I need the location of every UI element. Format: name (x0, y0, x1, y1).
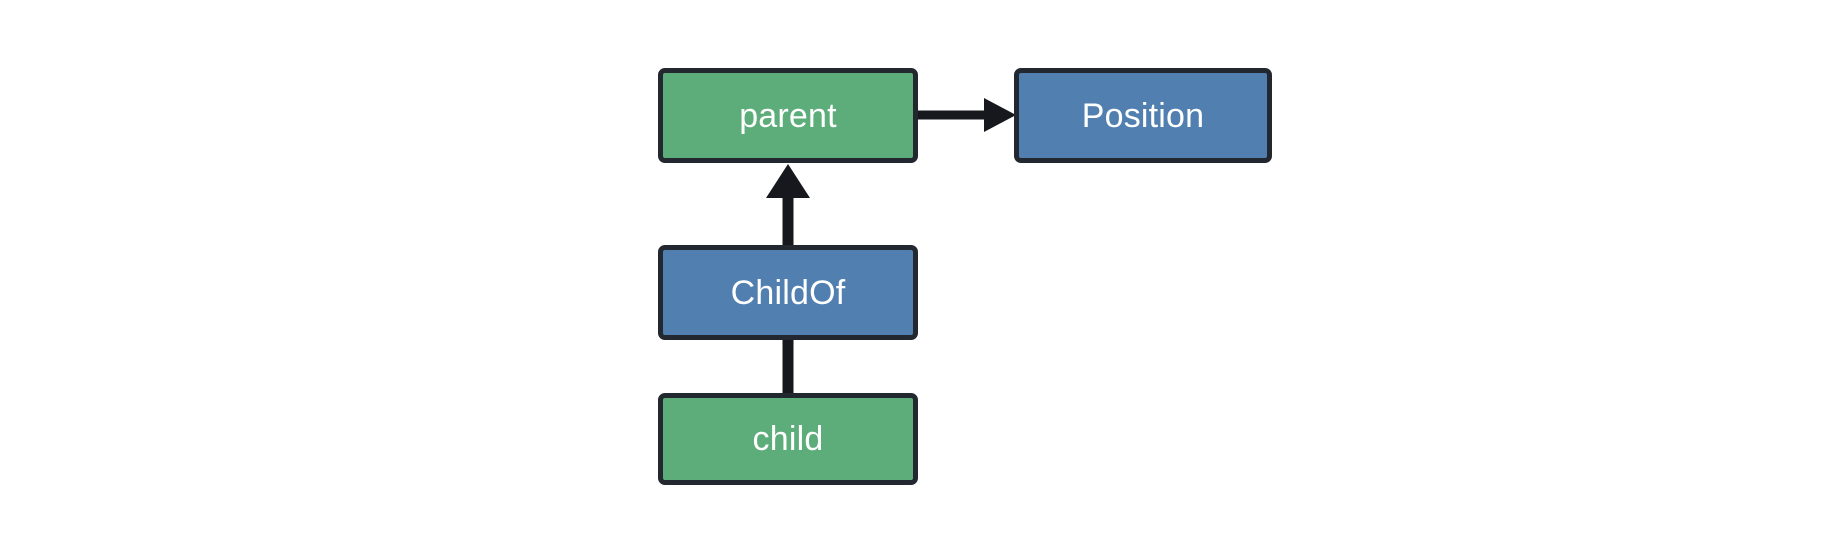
node-child[interactable]: child (658, 393, 918, 485)
node-position-label: Position (1081, 96, 1205, 135)
node-parent[interactable]: parent (658, 68, 918, 163)
edge-parent-to-position (918, 98, 1016, 132)
node-child-label: child (752, 420, 824, 458)
node-parent-label: parent (739, 96, 837, 135)
node-position[interactable]: Position (1014, 68, 1272, 163)
edge-childof-to-parent (766, 164, 810, 245)
node-childof-label: ChildOf (730, 273, 846, 312)
node-childof[interactable]: ChildOf (658, 245, 918, 340)
